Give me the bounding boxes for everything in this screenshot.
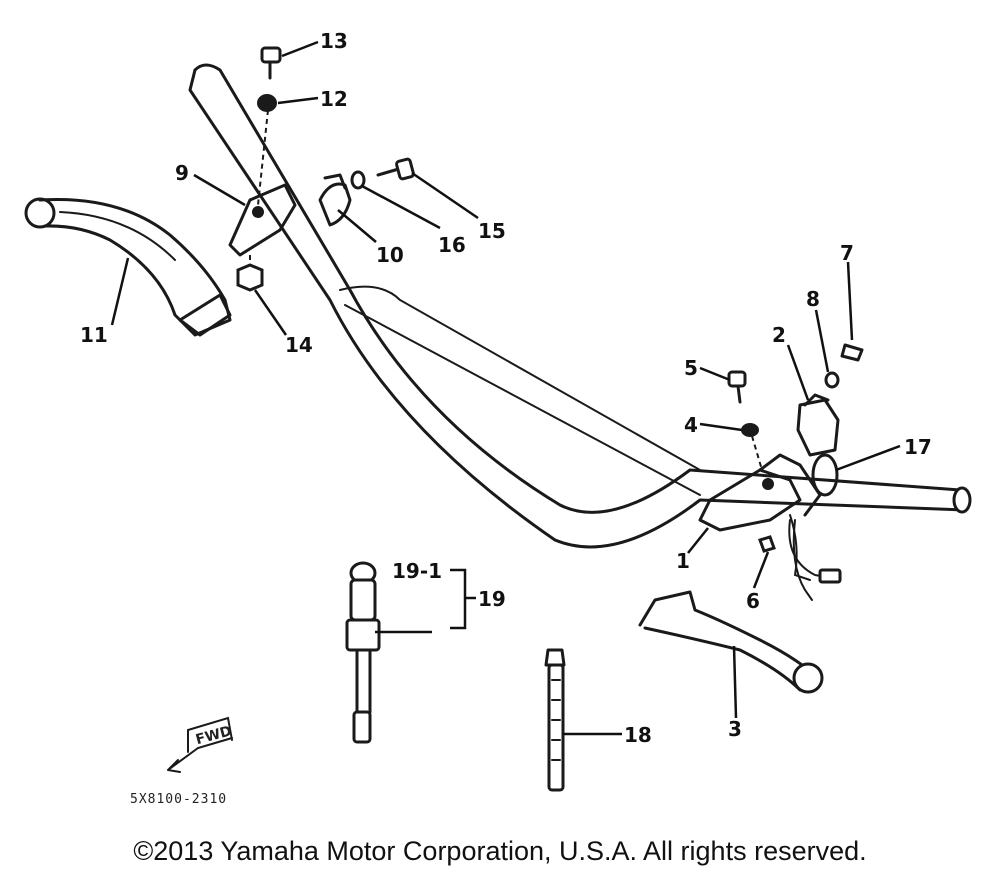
bolt-and-nut-right <box>727 370 763 471</box>
callout-19-1: 19-1 <box>392 559 442 583</box>
callout-4: 4 <box>684 413 698 437</box>
callout-14: 14 <box>285 333 313 357</box>
callout-7: 7 <box>840 241 854 265</box>
callout-17: 17 <box>904 435 932 459</box>
callout-19: 19 <box>478 587 506 611</box>
callout-9: 9 <box>175 161 189 185</box>
callout-1: 1 <box>676 549 690 573</box>
cable-tie <box>544 648 566 792</box>
copyright-notice: ©2013 Yamaha Motor Corporation, U.S.A. A… <box>133 836 867 866</box>
callout-16: 16 <box>438 233 466 257</box>
left-bracket <box>228 183 297 257</box>
leader-lines <box>110 40 901 736</box>
callout-3: 3 <box>728 717 742 741</box>
callout-8: 8 <box>806 287 820 311</box>
callout-15: 15 <box>478 219 506 243</box>
bolt-and-nut-top <box>257 46 282 206</box>
switch-body <box>796 393 840 457</box>
right-lever <box>638 590 824 694</box>
callout-18: 18 <box>624 723 652 747</box>
callout-6: 6 <box>746 589 760 613</box>
screw-and-washer <box>824 343 864 389</box>
nut-bottom-left <box>236 255 264 292</box>
drawing-code: 5X8100-2310 <box>130 792 227 807</box>
callout-11: 11 <box>80 323 108 347</box>
right-bracket <box>698 453 839 581</box>
callout-12: 12 <box>320 87 348 111</box>
callout-2: 2 <box>772 323 786 347</box>
callout-13: 13 <box>320 29 348 53</box>
wire-and-connector <box>758 519 842 601</box>
callout-10: 10 <box>376 243 404 267</box>
cable-assembly <box>345 561 381 744</box>
washer-and-bolt-left <box>350 157 415 190</box>
left-lever <box>24 197 232 337</box>
handlebar <box>188 63 972 549</box>
left-clamp <box>318 173 352 227</box>
callout-5: 5 <box>684 356 698 380</box>
fwd-arrow-icon: FWD <box>167 716 234 773</box>
